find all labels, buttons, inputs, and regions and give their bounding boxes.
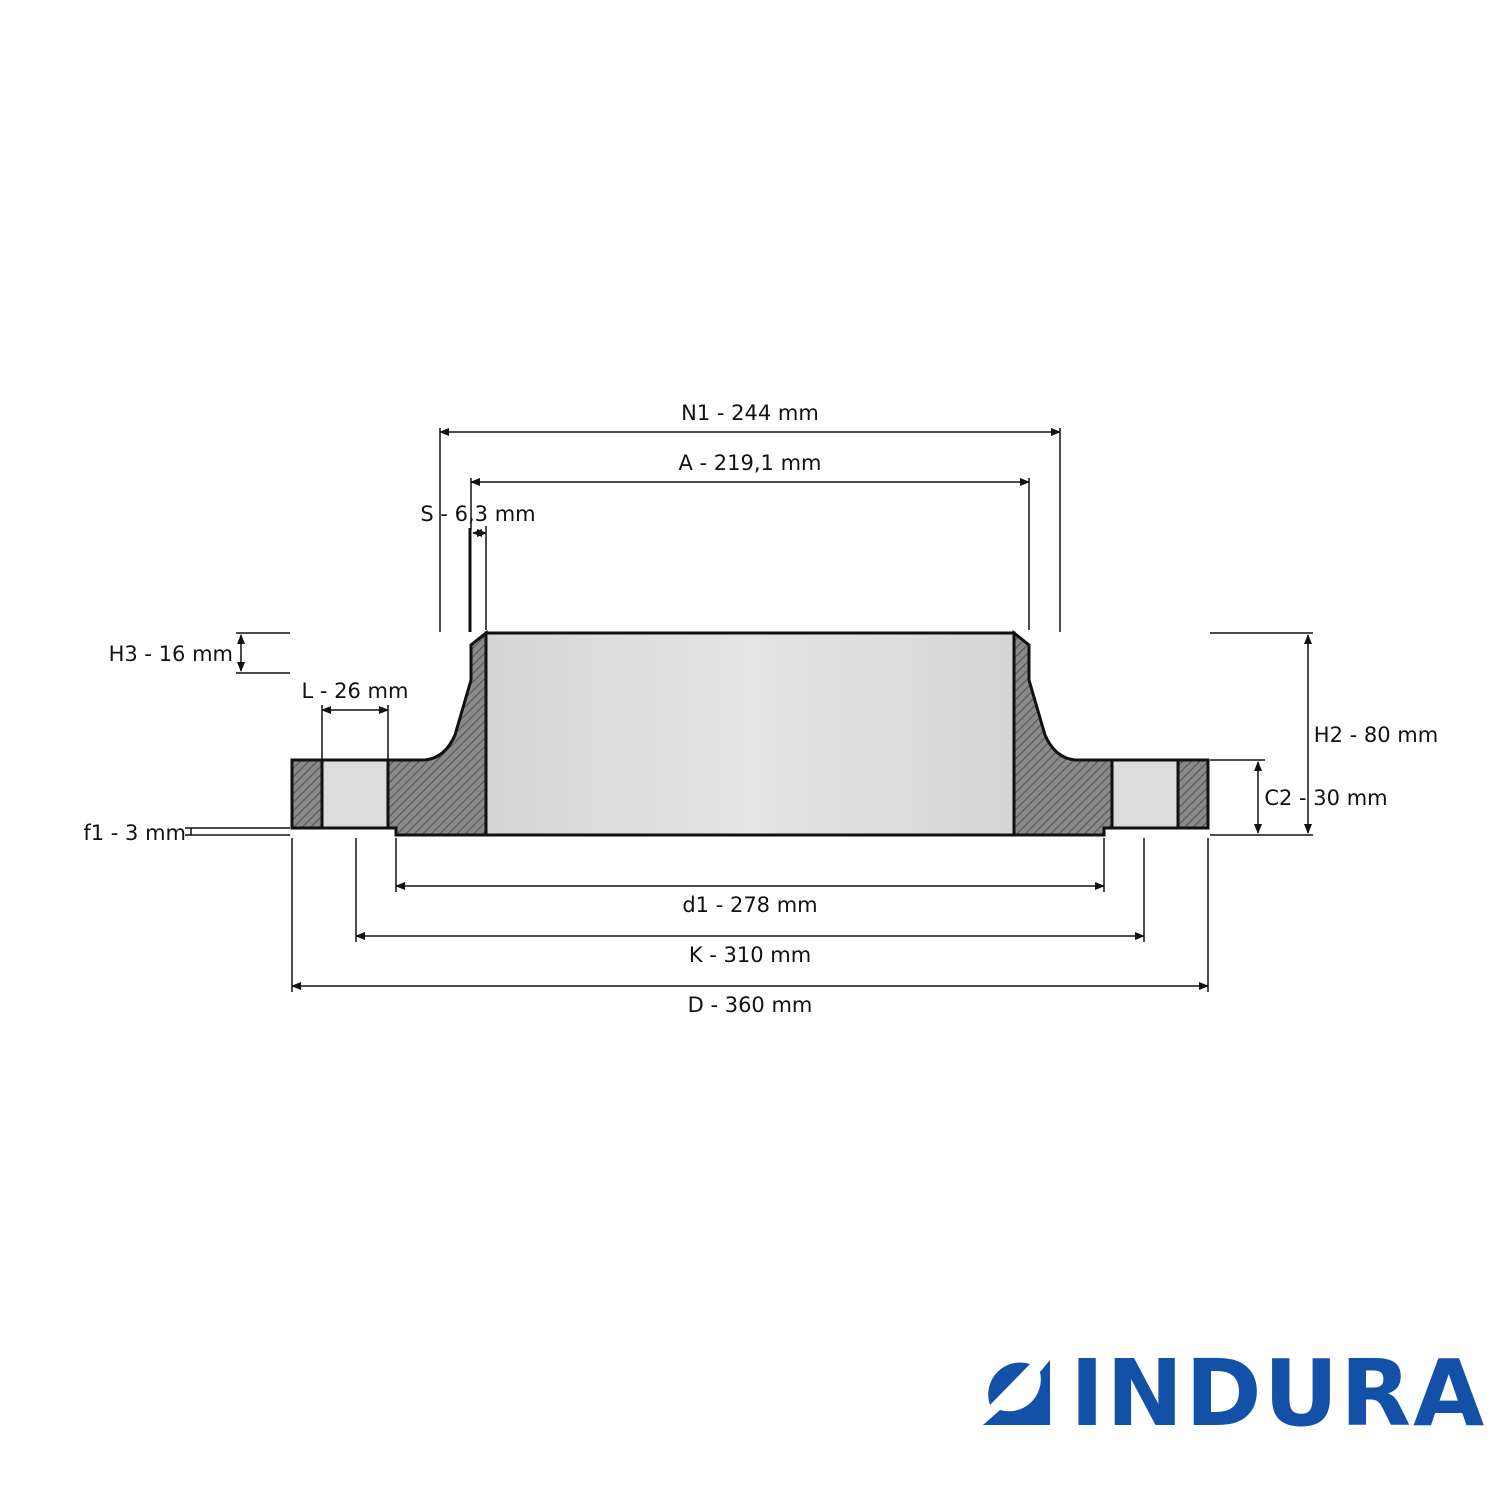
indura-logo-text: INDURA [1070, 1340, 1486, 1447]
dim-label-s: S - 6,3 mm [420, 502, 535, 526]
dim-label-c2: C2 - 30 mm [1264, 786, 1387, 810]
dim-label-h3: H3 - 16 mm [109, 642, 233, 666]
dim-label-k: K - 310 mm [689, 943, 811, 967]
dim-label-h2: H2 - 80 mm [1314, 723, 1438, 747]
dim-label-d: D - 360 mm [688, 993, 813, 1017]
dim-label-l: L - 26 mm [302, 679, 409, 703]
left-bolt-hole [320, 758, 390, 830]
dim-label-a: A - 219,1 mm [678, 451, 821, 475]
dim-label-f1: f1 - 3 mm [83, 821, 186, 845]
right-bolt-hole [1110, 758, 1180, 830]
dimension-lines [185, 428, 1313, 992]
indura-logo-mark-icon [983, 1360, 1050, 1425]
flange-section [290, 629, 1210, 837]
indura-logo: INDURA [983, 1340, 1486, 1447]
bore [484, 631, 1016, 837]
dim-label-d1: d1 - 278 mm [682, 893, 817, 917]
dim-label-n1: N1 - 244 mm [681, 401, 819, 425]
